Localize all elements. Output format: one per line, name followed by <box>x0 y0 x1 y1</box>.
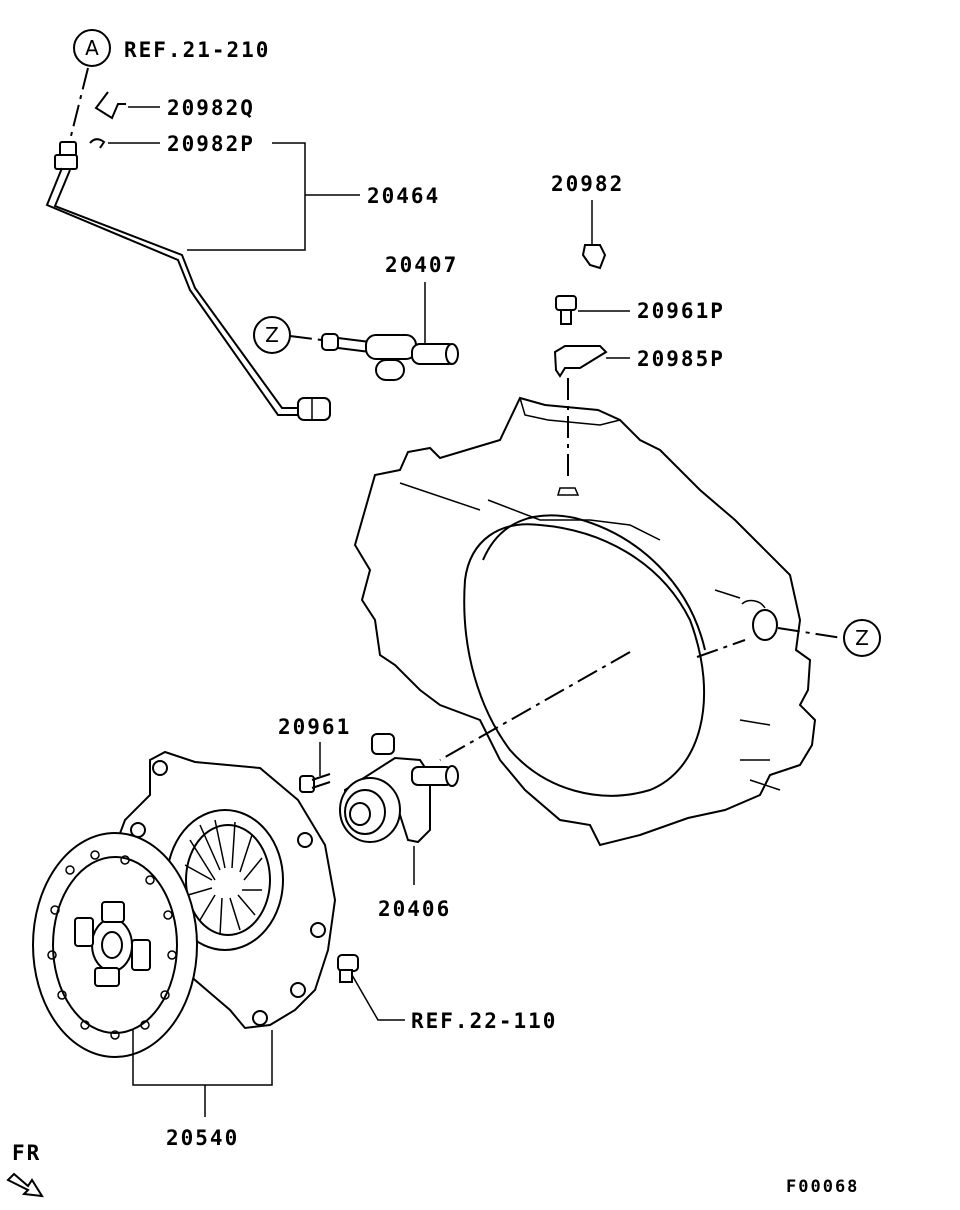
label-20464: 20464 <box>367 184 440 208</box>
label-20407: 20407 <box>385 253 458 277</box>
union-20407 <box>321 282 459 381</box>
leader-20464-bracket <box>187 142 306 251</box>
clip-20982 <box>581 200 607 270</box>
front-arrow-icon <box>6 1172 44 1198</box>
label-20982: 20982 <box>551 172 624 196</box>
label-20961: 20961 <box>278 715 351 739</box>
clip-20982q <box>94 91 160 120</box>
svg-text:Z: Z <box>265 323 279 347</box>
front-direction-indicator: FR <box>6 1141 44 1198</box>
label-fr: FR <box>12 1141 41 1165</box>
release-bearing-20406 <box>339 733 459 885</box>
bolt-ref-22-110 <box>337 954 405 1021</box>
bolt-20961p <box>555 295 630 325</box>
callout-z-left: Z <box>253 316 323 354</box>
svg-text:Z: Z <box>855 626 869 650</box>
transmission-housing <box>353 396 843 847</box>
label-20540: 20540 <box>166 1126 239 1150</box>
callout-z-right: Z <box>843 619 881 657</box>
label-20985p: 20985P <box>637 347 725 371</box>
bracket-20985p <box>553 345 630 480</box>
figure-code: F00068 <box>786 1177 859 1197</box>
clutch-disc <box>32 832 198 1058</box>
svg-text:A: A <box>85 36 99 60</box>
label-ref-21-210: REF.21-210 <box>124 38 270 62</box>
label-20406: 20406 <box>378 897 451 921</box>
callout-a-circle: A <box>73 29 111 67</box>
bolt-20961 <box>299 742 331 793</box>
leader-20540-bracket <box>132 1030 273 1086</box>
label-20982q: 20982Q <box>167 96 255 120</box>
label-ref-22-110: REF.22-110 <box>411 1009 557 1033</box>
label-20982p: 20982P <box>167 132 255 156</box>
label-20961p: 20961P <box>637 299 725 323</box>
clutch-pipe-20464 <box>45 67 331 421</box>
clip-20982p <box>89 138 160 149</box>
